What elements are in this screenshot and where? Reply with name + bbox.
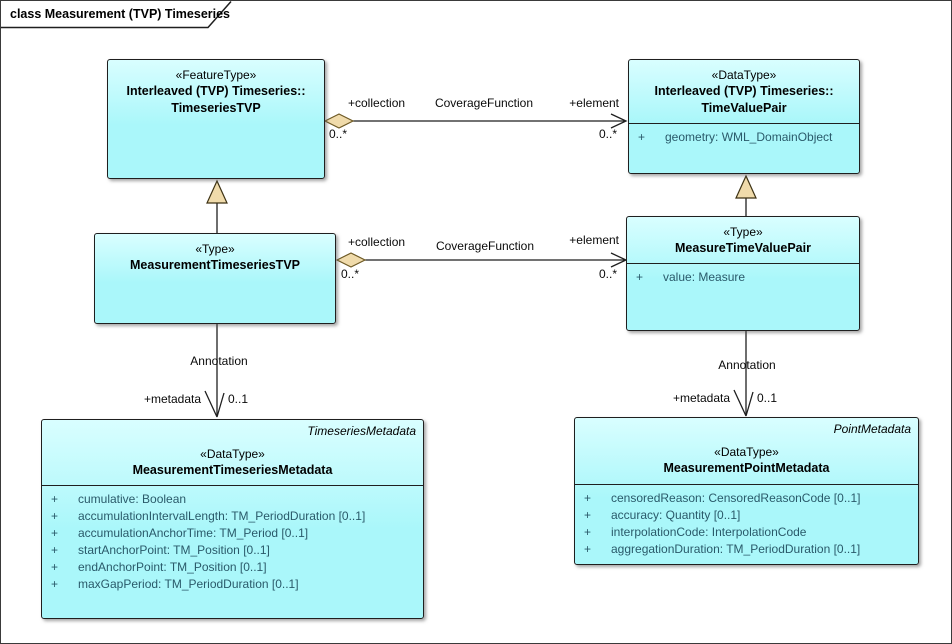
visibility-marker: +: [51, 560, 59, 574]
open-arrowhead-icon: [610, 113, 628, 129]
class-box-measure-time-value-pair[interactable]: «Type» MeasureTimeValuePair + value: Mea…: [626, 216, 860, 331]
connector-coverage-function-top[interactable]: [323, 113, 628, 129]
diagram-frame-title: class Measurement (TVP) Timeseries: [10, 7, 231, 21]
attribute-row: + censoredReason: CensoredReasonCode [0.…: [584, 490, 912, 507]
attribute-row: + accuracy: Quantity [0..1]: [584, 507, 912, 524]
attributes-compartment: + geometry: WML_DomainObject: [629, 123, 859, 173]
attribute-text: startAnchorPoint: TM_Position [0..1]: [78, 543, 270, 557]
stereotype-label: «DataType»: [711, 68, 777, 82]
aggregation-diamond-icon: [323, 113, 355, 129]
classifier-ref-label: TimeseriesMetadata: [307, 424, 416, 438]
attribute-text: interpolationCode: InterpolationCode: [611, 525, 807, 539]
target-role-label: +element: [569, 233, 619, 247]
connector-annotation-right[interactable]: [733, 331, 754, 417]
visibility-marker: +: [51, 577, 59, 591]
visibility-marker: +: [584, 525, 592, 539]
attribute-row: + startAnchorPoint: TM_Position [0..1]: [51, 542, 417, 559]
stereotype-label: «FeatureType»: [175, 68, 257, 82]
connector-generalization-right[interactable]: [735, 174, 757, 216]
visibility-marker: +: [51, 526, 59, 540]
source-multiplicity-label: 0..*: [329, 127, 348, 141]
stereotype-label: «Type»: [723, 225, 763, 239]
attributes-compartment: + value: Measure: [627, 263, 859, 330]
attribute-row: + value: Measure: [636, 269, 853, 286]
connector-name-label: Annotation: [190, 354, 248, 368]
attribute-row: + cumulative: Boolean: [51, 491, 417, 508]
target-role-label: +metadata: [672, 391, 730, 405]
visibility-marker: +: [636, 270, 644, 284]
class-name: MeasurementTimeseriesTVP: [130, 258, 300, 272]
attribute-text: maxGapPeriod: TM_PeriodDuration [0..1]: [78, 577, 299, 591]
connector-name-label: Annotation: [718, 358, 776, 372]
attribute-row: + maxGapPeriod: TM_PeriodDuration [0..1]: [51, 576, 417, 593]
visibility-marker: +: [51, 509, 59, 523]
class-name: MeasurementTimeseriesMetadata: [132, 463, 333, 477]
target-role-label: +element: [569, 96, 619, 110]
source-role-label: +collection: [348, 96, 406, 110]
stereotype-label: «DataType»: [200, 447, 265, 461]
attribute-row: + accumulationIntervalLength: TM_PeriodD…: [51, 508, 417, 525]
attribute-text: accuracy: Quantity [0..1]: [611, 508, 741, 522]
attribute-text: geometry: WML_DomainObject: [665, 130, 833, 144]
class-name: Interleaved (TVP) Timeseries:: Timeserie…: [126, 84, 306, 115]
visibility-marker: +: [638, 130, 646, 144]
attributes-compartment: + censoredReason: CensoredReasonCode [0.…: [575, 484, 918, 564]
attribute-text: cumulative: Boolean: [78, 492, 187, 506]
connector-annotation-left[interactable]: [204, 324, 225, 418]
visibility-marker: +: [51, 492, 59, 506]
attribute-text: accumulationAnchorTime: TM_Period [0..1]: [78, 526, 309, 540]
class-box-measurement-timeseries-metadata[interactable]: TimeseriesMetadata «DataType» Measuremen…: [41, 419, 424, 619]
target-role-label: +metadata: [143, 392, 201, 406]
connector-coverage-function-mid[interactable]: [335, 252, 628, 268]
attribute-text: accumulationIntervalLength: TM_PeriodDur…: [78, 509, 366, 523]
annotation-arrowhead-icon: [204, 390, 225, 418]
connector-generalization-left[interactable]: [206, 179, 228, 233]
aggregation-diamond-icon: [335, 252, 367, 268]
class-box-measurement-point-metadata[interactable]: PointMetadata «DataType» MeasurementPoin…: [574, 417, 919, 565]
classifier-ref-label: PointMetadata: [833, 422, 911, 436]
visibility-marker: +: [584, 542, 592, 556]
attribute-row: + geometry: WML_DomainObject: [638, 129, 853, 146]
class-name: MeasurementPointMetadata: [663, 461, 830, 475]
class-name: MeasureTimeValuePair: [675, 241, 811, 255]
attribute-text: value: Measure: [663, 270, 746, 284]
visibility-marker: +: [51, 543, 59, 557]
class-box-time-value-pair[interactable]: «DataType» Interleaved (TVP) Timeseries:…: [628, 59, 860, 174]
generalization-triangle-icon: [206, 179, 228, 204]
connector-name-label: CoverageFunction: [434, 96, 534, 110]
visibility-marker: +: [584, 491, 592, 505]
attribute-text: censoredReason: CensoredReasonCode [0..1…: [611, 491, 861, 505]
class-box-timeseries-tvp[interactable]: «FeatureType» Interleaved (TVP) Timeseri…: [107, 59, 325, 179]
stereotype-label: «DataType»: [714, 445, 779, 459]
source-role-label: +collection: [348, 235, 406, 249]
target-multiplicity-label: 0..1: [757, 391, 778, 405]
attribute-text: endAnchorPoint: TM_Position [0..1]: [78, 560, 267, 574]
attributes-compartment: + cumulative: Boolean + accumulationInte…: [42, 485, 423, 618]
generalization-triangle-icon: [735, 174, 757, 199]
attribute-row: + endAnchorPoint: TM_Position [0..1]: [51, 559, 417, 576]
annotation-arrowhead-icon: [733, 389, 754, 417]
target-multiplicity-label: 0..*: [598, 267, 617, 281]
target-multiplicity-label: 0..*: [598, 127, 617, 141]
connector-name-label: CoverageFunction: [435, 239, 535, 253]
attribute-row: + accumulationAnchorTime: TM_Period [0..…: [51, 525, 417, 542]
target-multiplicity-label: 0..1: [228, 392, 249, 406]
frame-tab-outline: [1, 1, 232, 29]
stereotype-label: «Type»: [195, 242, 235, 256]
attribute-text: aggregationDuration: TM_PeriodDuration […: [611, 542, 861, 556]
attribute-row: + aggregationDuration: TM_PeriodDuration…: [584, 541, 912, 558]
class-name: Interleaved (TVP) Timeseries:: TimeValue…: [654, 84, 834, 115]
attribute-row: + interpolationCode: InterpolationCode: [584, 524, 912, 541]
source-multiplicity-label: 0..*: [341, 267, 360, 281]
visibility-marker: +: [584, 508, 592, 522]
class-box-measurement-timeseries-tvp[interactable]: «Type» MeasurementTimeseriesTVP: [94, 233, 336, 324]
